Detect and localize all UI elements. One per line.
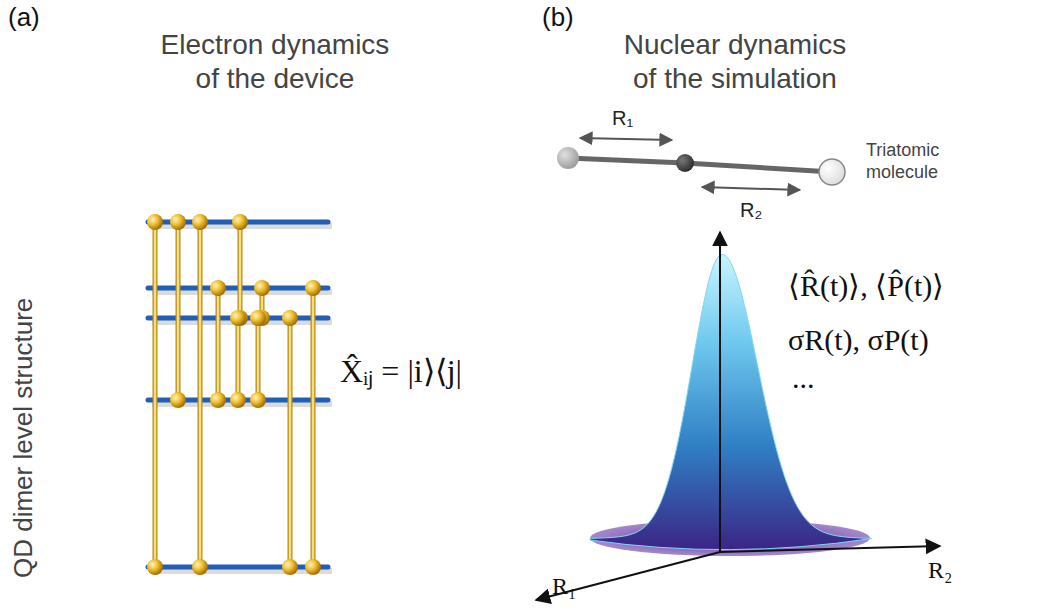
width-values: σR(t), σP(t)	[788, 322, 929, 358]
operator-formula: X̂ᵢⱼ = |i⟩⟨j|	[340, 352, 462, 390]
axis-label: R₁	[552, 572, 576, 601]
transition	[192, 214, 208, 575]
transition-line	[237, 318, 240, 400]
transition-outline	[216, 288, 221, 400]
transition-end	[147, 214, 163, 230]
transition-line	[199, 222, 202, 567]
panel-letter: (a)	[8, 2, 40, 33]
transition-end	[147, 559, 163, 575]
transition-end	[305, 559, 321, 575]
transition-line	[239, 222, 242, 318]
transition-outline	[288, 318, 293, 567]
triatomic-molecule	[557, 138, 845, 190]
transition-outline	[256, 318, 261, 400]
transition-end	[282, 310, 298, 326]
transition-line	[217, 288, 220, 400]
axis-label: R₂	[928, 556, 952, 585]
atom	[676, 154, 694, 172]
transition	[147, 214, 163, 575]
ellipsis: ...	[792, 360, 815, 396]
atom	[557, 147, 579, 169]
transition-end	[254, 280, 270, 296]
transition-end	[250, 392, 266, 408]
transition	[170, 214, 186, 408]
transition	[232, 214, 248, 326]
transition-end	[282, 559, 298, 575]
transition	[305, 280, 321, 575]
transition-end	[210, 280, 226, 296]
level-structure	[147, 214, 332, 575]
transition	[250, 310, 266, 408]
axis	[536, 552, 720, 600]
bond-length: R₁	[612, 106, 633, 130]
axis-title: QD dimer level structure	[8, 298, 39, 578]
transition-outline	[236, 318, 241, 400]
transition-line	[177, 222, 180, 400]
bond	[685, 163, 832, 172]
transition-line	[257, 318, 260, 400]
atom	[819, 159, 845, 185]
panel-title: Nuclear dynamics of the simulation	[610, 28, 860, 95]
transition-end	[250, 310, 266, 326]
transition-end	[230, 392, 246, 408]
expectation-values: ⟨R̂(t)⟩, ⟨P̂(t)⟩	[788, 268, 944, 304]
panel-letter: (b)	[542, 2, 574, 33]
transition-line	[154, 222, 157, 567]
transition	[230, 310, 246, 408]
transition-end	[170, 392, 186, 408]
transition-line	[312, 288, 315, 567]
transition-line	[289, 318, 292, 567]
transition-outline	[153, 222, 158, 567]
axis	[719, 232, 721, 552]
transition-outline	[238, 222, 243, 318]
transition-outline	[176, 222, 181, 400]
transition-end	[170, 214, 186, 230]
transition-end	[230, 310, 246, 326]
transition-end	[192, 214, 208, 230]
energy-level	[148, 565, 328, 570]
molecule-label: Triatomic molecule	[866, 140, 976, 183]
bond	[568, 158, 685, 163]
transition-outline	[311, 288, 316, 567]
axis	[720, 546, 940, 552]
transition-outline	[198, 222, 203, 567]
transition-end	[232, 214, 248, 230]
panel-title: Electron dynamics of the device	[150, 28, 400, 95]
transition-end	[192, 559, 208, 575]
distance-arrow	[580, 138, 672, 140]
transition	[282, 310, 298, 575]
transition	[210, 280, 226, 408]
distance-arrow	[702, 187, 800, 190]
transition-end	[305, 280, 321, 296]
bond-length: R₂	[740, 198, 762, 222]
transition-end	[210, 392, 226, 408]
